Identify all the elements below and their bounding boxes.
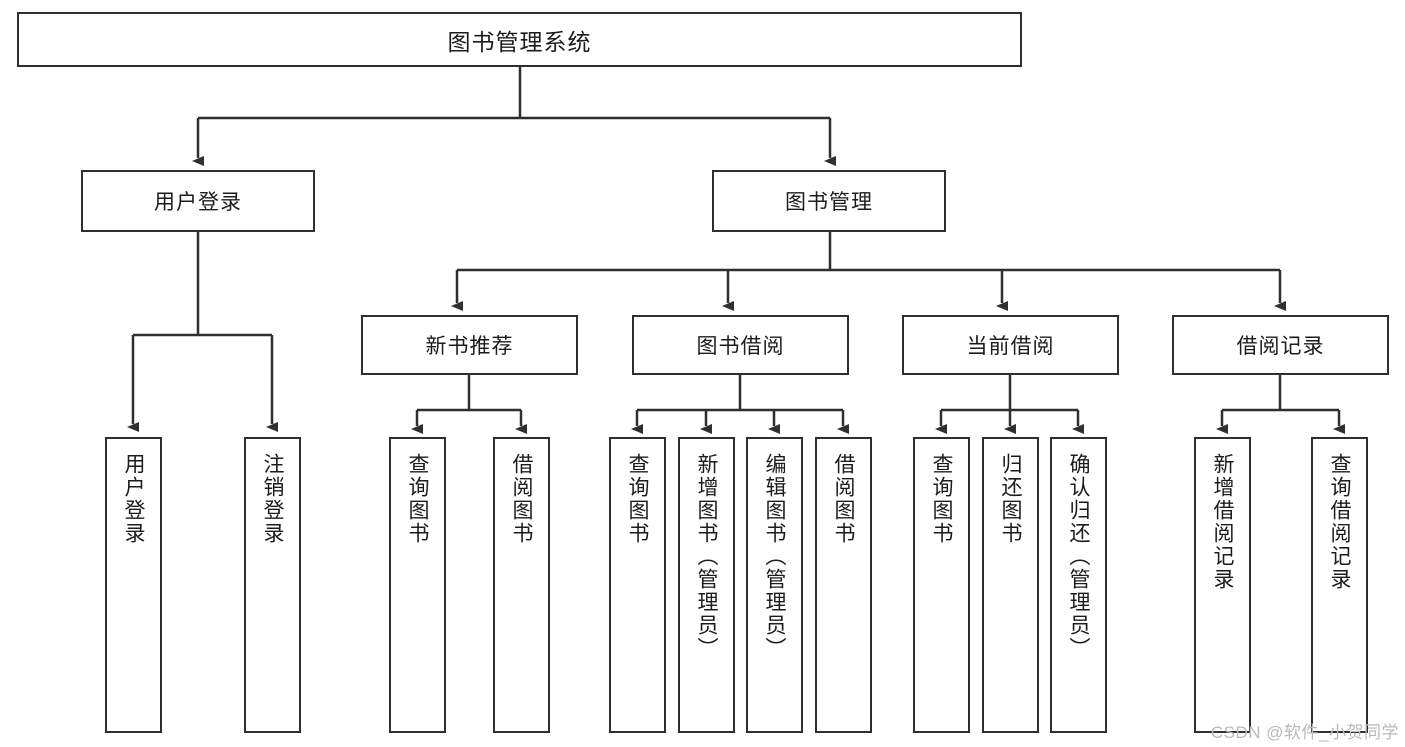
- leaf-user-login-signout-label: 注销登录: [261, 453, 284, 545]
- node-borrow-record-label: 借阅记录: [1236, 335, 1325, 358]
- leaf-current-confirm-return[interactable]: 确认归还（管理员）: [1050, 437, 1107, 733]
- leaf-current-confirm-return-label: 确认归还（管理员）: [1067, 453, 1090, 660]
- node-borrow-record[interactable]: 借阅记录: [1172, 315, 1389, 375]
- leaf-borrow-add-book-label: 新增图书（管理员）: [695, 453, 718, 660]
- node-new-book-recommend[interactable]: 新书推荐: [361, 315, 578, 375]
- node-user-login-label: 用户登录: [154, 191, 242, 214]
- node-book-borrow[interactable]: 图书借阅: [632, 315, 849, 375]
- node-root[interactable]: 图书管理系统: [17, 12, 1022, 67]
- leaf-borrow-add-book[interactable]: 新增图书（管理员）: [678, 437, 735, 733]
- leaf-record-add-record[interactable]: 新增借阅记录: [1194, 437, 1251, 733]
- leaf-user-login-signin-label: 用户登录: [122, 453, 145, 545]
- leaf-current-query-book[interactable]: 查询图书: [913, 437, 970, 733]
- node-current-borrow-label: 当前借阅: [966, 335, 1055, 358]
- leaf-user-login-signout[interactable]: 注销登录: [244, 437, 301, 733]
- leaf-recommend-borrow-book-label: 借阅图书: [510, 453, 533, 545]
- node-new-book-recommend-label: 新书推荐: [425, 335, 514, 358]
- leaf-borrow-query-book-label: 查询图书: [626, 453, 649, 545]
- leaf-user-login-signin[interactable]: 用户登录: [105, 437, 162, 733]
- leaf-borrow-query-book[interactable]: 查询图书: [609, 437, 666, 733]
- leaf-current-query-book-label: 查询图书: [930, 453, 953, 545]
- leaf-recommend-borrow-book[interactable]: 借阅图书: [493, 437, 550, 733]
- leaf-record-query-record-label: 查询借阅记录: [1328, 453, 1351, 591]
- node-current-borrow[interactable]: 当前借阅: [902, 315, 1119, 375]
- leaf-borrow-borrow-book[interactable]: 借阅图书: [815, 437, 872, 733]
- leaf-record-add-record-label: 新增借阅记录: [1211, 453, 1234, 591]
- watermark-text: CSDN @软件_小贺同学: [1210, 723, 1399, 742]
- leaf-recommend-query-book[interactable]: 查询图书: [389, 437, 446, 733]
- node-book-management-label: 图书管理: [785, 191, 873, 214]
- leaf-current-return-book[interactable]: 归还图书: [982, 437, 1039, 733]
- node-root-label: 图书管理系统: [447, 28, 592, 55]
- leaf-record-query-record[interactable]: 查询借阅记录: [1311, 437, 1368, 733]
- leaf-recommend-query-book-label: 查询图书: [406, 453, 429, 545]
- node-user-login[interactable]: 用户登录: [81, 170, 315, 232]
- leaf-borrow-edit-book[interactable]: 编辑图书（管理员）: [746, 437, 803, 733]
- leaf-borrow-borrow-book-label: 借阅图书: [832, 453, 855, 545]
- node-book-borrow-label: 图书借阅: [696, 335, 785, 358]
- leaf-borrow-edit-book-label: 编辑图书（管理员）: [763, 453, 786, 660]
- leaf-current-return-book-label: 归还图书: [999, 453, 1022, 545]
- node-book-management[interactable]: 图书管理: [712, 170, 946, 232]
